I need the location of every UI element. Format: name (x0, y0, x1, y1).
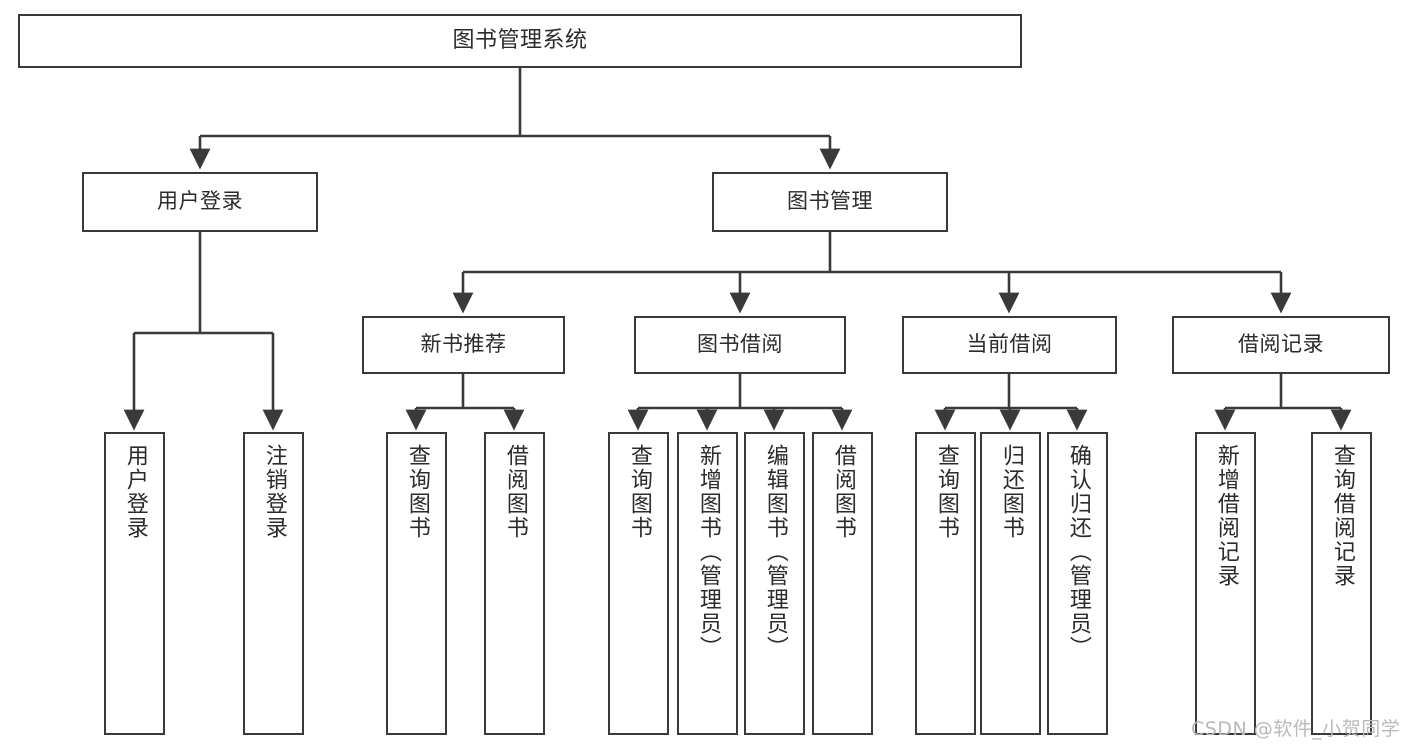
node-label: 借阅图书 (502, 444, 528, 540)
node-label: 查询图书 (626, 444, 652, 540)
node-leaf-borrow-book[interactable]: 借阅图书 (812, 432, 873, 735)
node-leaf-query-borrow-record[interactable]: 查询借阅记录 (1311, 432, 1372, 735)
node-book-management[interactable]: 图书管理 (712, 172, 948, 232)
csdn-watermark: CSDN @软件_小贺同学 (1191, 718, 1401, 740)
node-label: 新增借阅记录 (1213, 444, 1239, 588)
node-label: 归还图书 (998, 444, 1024, 540)
node-label: 用户登录 (157, 189, 243, 214)
node-leaf-logout[interactable]: 注销登录 (243, 432, 304, 735)
node-label: 查询图书 (404, 444, 430, 540)
node-leaf-return-book[interactable]: 归还图书 (980, 432, 1041, 735)
node-root-book-management-system[interactable]: 图书管理系统 (18, 14, 1022, 68)
node-label: 查询借阅记录 (1329, 444, 1355, 588)
node-new-book-recommend[interactable]: 新书推荐 (362, 316, 565, 374)
node-borrow-record[interactable]: 借阅记录 (1172, 316, 1390, 374)
node-label: 查询图书 (933, 444, 959, 540)
node-label: 注销登录 (261, 444, 287, 540)
node-book-borrow[interactable]: 图书借阅 (634, 316, 846, 374)
node-label: 新增图书（管理员） (695, 444, 721, 660)
node-label: 新书推荐 (420, 332, 507, 357)
node-leaf-edit-book-admin[interactable]: 编辑图书（管理员） (744, 432, 805, 735)
node-label: 确认归还（管理员） (1065, 444, 1091, 660)
node-leaf-add-book-admin[interactable]: 新增图书（管理员） (677, 432, 738, 735)
node-label: 用户登录 (122, 444, 148, 540)
node-label: 编辑图书（管理员） (762, 444, 788, 660)
node-leaf-query-book-borrow[interactable]: 查询图书 (608, 432, 669, 735)
node-label: 借阅图书 (830, 444, 856, 540)
node-current-borrow[interactable]: 当前借阅 (902, 316, 1117, 374)
node-label: 当前借阅 (966, 332, 1053, 357)
node-leaf-user-login[interactable]: 用户登录 (104, 432, 165, 735)
node-leaf-add-borrow-record[interactable]: 新增借阅记录 (1195, 432, 1256, 735)
node-leaf-query-book-recommend[interactable]: 查询图书 (386, 432, 447, 735)
node-leaf-borrow-book-recommend[interactable]: 借阅图书 (484, 432, 545, 735)
node-label: 图书管理系统 (452, 27, 588, 53)
node-label: 图书借阅 (697, 332, 783, 357)
node-label: 借阅记录 (1238, 332, 1324, 357)
node-user-login[interactable]: 用户登录 (82, 172, 318, 232)
node-leaf-query-book-current[interactable]: 查询图书 (915, 432, 976, 735)
node-leaf-confirm-return-admin[interactable]: 确认归还（管理员） (1047, 432, 1108, 735)
node-label: 图书管理 (787, 189, 873, 214)
